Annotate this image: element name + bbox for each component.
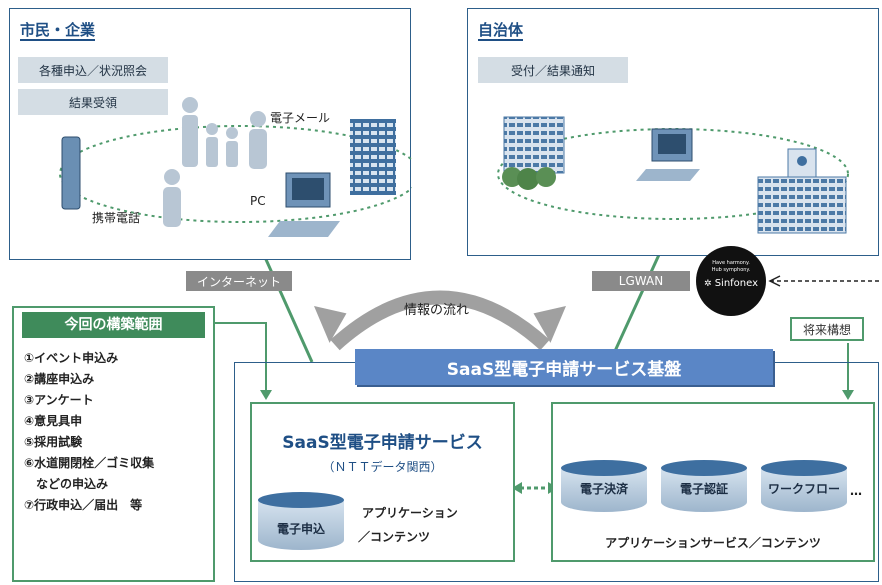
flow-arrow-left bbox=[314, 305, 347, 343]
scope-list: ①イベント申込み ②講座申込み ③アンケート ④意見具申 ⑤採用試験 ⑥水道開閉… bbox=[14, 338, 213, 516]
scope-item: ⑦行政申込／届出 等 bbox=[24, 498, 143, 512]
pc-icon bbox=[268, 172, 340, 237]
citizen-title: 市民・企業 bbox=[20, 21, 96, 41]
workflow-db: ワークフロー bbox=[761, 460, 847, 512]
app-services-box: 電子決済 電子認証 ワークフロー … アプリケーションサービス／コンテンツ bbox=[551, 402, 875, 562]
gov-tag-receive: 受付／結果通知 bbox=[478, 57, 628, 83]
flow-arc bbox=[330, 290, 550, 351]
citizen-tag-result: 結果受領 bbox=[18, 89, 168, 115]
mobile-label: 携帯電話 bbox=[92, 211, 141, 225]
gov-building-icon bbox=[502, 116, 565, 190]
saas-service-subtitle: （ＮＴＴデータ関西） bbox=[322, 460, 443, 474]
platform-title: SaaS型電子申請サービス基盤 bbox=[355, 349, 773, 385]
email-label: 電子メール bbox=[270, 111, 331, 125]
scope-item: ④意見具申 bbox=[24, 414, 83, 428]
auth-db-label: 電子認証 bbox=[679, 482, 728, 496]
auth-db: 電子認証 bbox=[661, 460, 747, 512]
gov-panel: 自治体 受付／結果通知 bbox=[467, 8, 879, 256]
e-application-db: 電子申込 bbox=[258, 492, 344, 550]
future-arrow bbox=[842, 390, 854, 400]
scope-arrow bbox=[260, 390, 272, 400]
logo-brand: ✲ Sinfonex bbox=[696, 278, 766, 289]
payment-db-label: 電子決済 bbox=[579, 482, 628, 496]
scope-box: 今回の構築範囲 ①イベント申込み ②講座申込み ③アンケート ④意見具申 ⑤採用… bbox=[12, 306, 215, 582]
saas-service-box: SaaS型電子申請サービス （ＮＴＴデータ関西） 電子申込 アプリケーション ／… bbox=[250, 402, 515, 562]
future-tag: 将来構想 bbox=[790, 317, 864, 341]
app-label-1: アプリケーション bbox=[362, 506, 458, 520]
scope-item: ③アンケート bbox=[24, 393, 94, 407]
payment-db: 電子決済 bbox=[561, 460, 647, 512]
gov-network-ring bbox=[497, 128, 849, 220]
app-label-2: ／コンテンツ bbox=[358, 530, 431, 544]
citizen-panel: 市民・企業 各種申込／状況照会 結果受領 bbox=[9, 8, 412, 260]
mobile-phone-icon bbox=[61, 136, 81, 210]
gov-illustration bbox=[497, 116, 849, 234]
gov-pc-icon bbox=[636, 128, 700, 181]
citizen-illustration bbox=[59, 97, 412, 237]
saas-link-left bbox=[512, 482, 522, 494]
scope-item: ⑥水道開閉栓／ゴミ収集 bbox=[24, 456, 155, 470]
citizen-tag-apply: 各種申込／状況照会 bbox=[18, 57, 168, 83]
saas-service-title: SaaS型電子申請サービス bbox=[282, 433, 483, 453]
scope-item: ①イベント申込み bbox=[24, 351, 119, 365]
scope-connector bbox=[215, 322, 267, 392]
lgwan-tag: LGWAN bbox=[592, 271, 690, 291]
scope-item: ⑤採用試験 bbox=[24, 435, 83, 449]
logo-tagline-2: Hub symphony. bbox=[711, 267, 751, 273]
scope-title: 今回の構築範囲 bbox=[22, 312, 205, 338]
office-building-icon bbox=[350, 119, 396, 195]
e-application-db-label: 電子申込 bbox=[276, 522, 325, 536]
workflow-db-label: ワークフロー bbox=[767, 482, 840, 496]
lgwan-line bbox=[608, 234, 670, 363]
sinfonex-logo: Have harmony. Hub symphony. ✲ Sinfonex bbox=[696, 246, 766, 316]
scope-item: などの申込み bbox=[36, 477, 109, 491]
gov-title: 自治体 bbox=[478, 21, 524, 41]
scope-item: ②講座申込み bbox=[24, 372, 95, 386]
logo-brand-text: Sinfonex bbox=[714, 278, 759, 289]
flow-label: 情報の流れ bbox=[404, 303, 470, 318]
logo-pointer-head bbox=[768, 275, 781, 287]
more-ellipsis: … bbox=[850, 484, 862, 498]
logo-tagline-1: Have harmony. bbox=[712, 260, 750, 266]
city-hall-icon bbox=[757, 148, 847, 234]
flow-arrow-right bbox=[533, 305, 566, 343]
internet-tag: インターネット bbox=[186, 271, 292, 291]
logo-mark-icon: ✲ bbox=[703, 279, 712, 289]
pc-label: PC bbox=[250, 194, 266, 208]
citizen-network-ring bbox=[59, 125, 412, 223]
app-services-caption: アプリケーションサービス／コンテンツ bbox=[605, 536, 821, 550]
family-icon bbox=[163, 97, 267, 227]
